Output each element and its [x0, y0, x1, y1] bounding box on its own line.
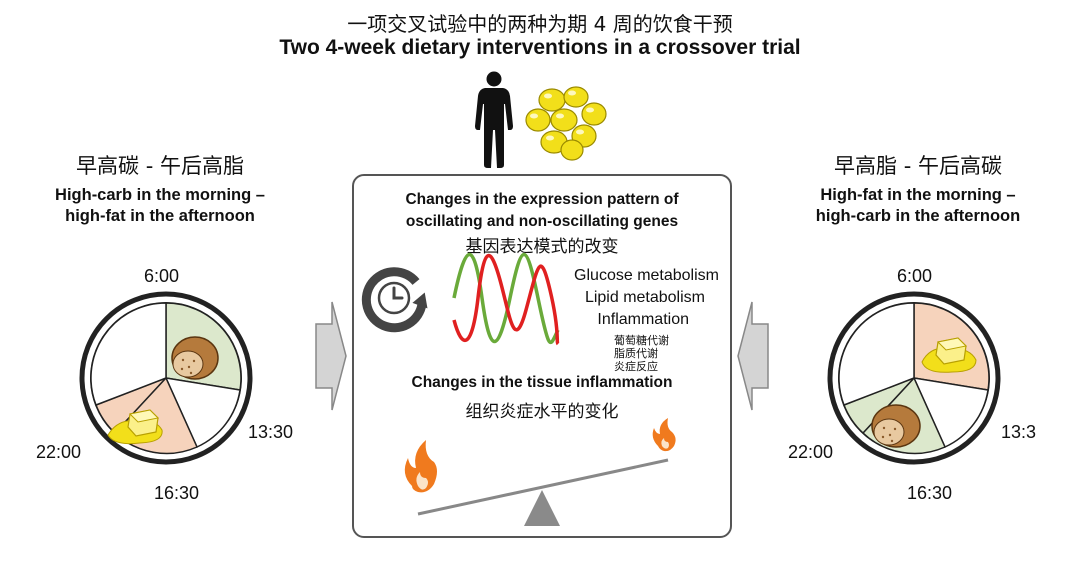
metabolism-label-lipid: Lipid metabolism [584, 289, 705, 306]
metabolism-cn-lipid: 脂质代谢 [614, 347, 658, 360]
right-clock-time-top: 6:00 [897, 266, 933, 286]
butter-icon [921, 337, 977, 373]
metabolism-cn-glucose: 葡萄糖代谢 [614, 334, 669, 347]
flame-icon [652, 418, 676, 452]
right-clock-time-left: 22:00 [788, 442, 834, 462]
metabolism-cn-inflammation: 炎症反应 [614, 360, 658, 373]
butter-icon [107, 409, 163, 445]
arrow-right-icon [315, 301, 347, 411]
left-clock [79, 291, 253, 465]
metabolism-label-glucose: Glucose metabolism [574, 267, 719, 284]
genes-heading-chinese: 基因表达模式的改变 [465, 237, 619, 257]
inflammation-heading: Changes in the tissue inflammation [411, 374, 673, 391]
bread-icon [871, 404, 921, 448]
arrow-left-icon [737, 301, 769, 411]
genes-heading-line1: Changes in the expression pattern of [405, 191, 679, 208]
title-english: Two 4-week dietary interventions in a cr… [279, 36, 801, 59]
inflammation-heading-chinese: 组织炎症水平的变化 [465, 402, 619, 422]
human-silhouette-icon [475, 71, 513, 168]
bread-icon [171, 336, 219, 380]
left-clock-time-bottom: 16:30 [154, 483, 200, 503]
genes-heading-line2: oscillating and non-oscillating genes [405, 213, 679, 230]
circadian-clock-icon [361, 267, 428, 333]
metabolism-label-inflammation: Inflammation [597, 311, 689, 328]
title-chinese: 一项交叉试验中的两种为期 4 周的饮食干预 [347, 12, 733, 36]
right-clock [827, 291, 1001, 465]
left-clock-time-left: 22:00 [36, 442, 82, 462]
right-clock-time-bottom: 16:30 [907, 483, 953, 503]
right-panel-title-english-line1: High-fat in the morning – [820, 186, 1016, 204]
oil-drops-icon [525, 86, 607, 161]
left-panel-title-english-line1: High-carb in the morning – [55, 186, 265, 204]
seesaw-icon [404, 418, 676, 526]
right-panel-title-english-line2: high-carb in the afternoon [815, 207, 1021, 225]
right-panel-title-chinese: 早高脂 - 午后高碳 [834, 154, 1002, 178]
left-panel-title-chinese: 早高碳 - 午后高脂 [76, 154, 244, 178]
left-clock-time-top: 6:00 [144, 266, 180, 286]
left-clock-time-right: 13:30 [248, 422, 294, 442]
left-panel-title-english-line2: high-fat in the afternoon [65, 207, 255, 225]
gene-oscillation-wave [452, 252, 560, 346]
right-clock-time-right: 13:3 [1001, 422, 1037, 442]
flame-icon [404, 440, 437, 493]
